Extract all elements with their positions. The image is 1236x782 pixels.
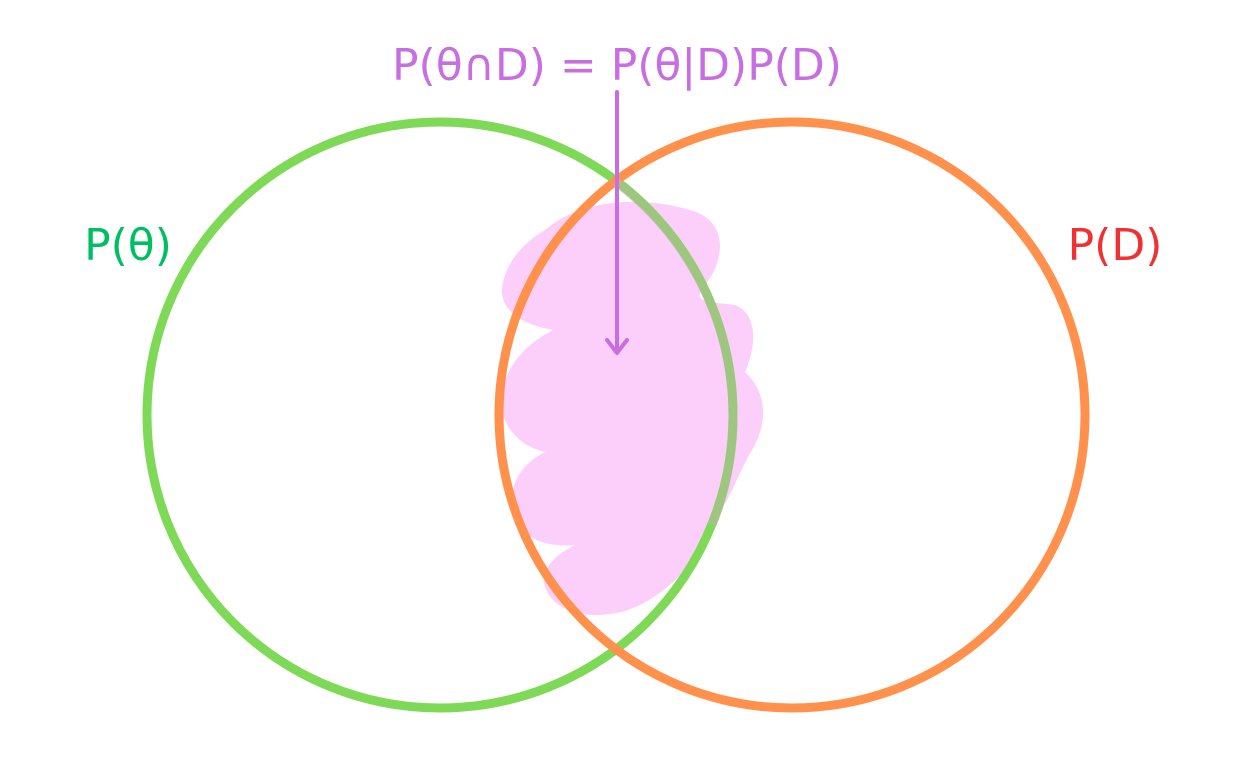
d-circle <box>494 117 1090 713</box>
d-label: P(D) <box>1068 220 1163 271</box>
intersection-scribble <box>501 201 764 616</box>
blended-arc <box>613 178 738 527</box>
theta-label: P(θ) <box>84 220 172 271</box>
formula-label: P(θ∩D) = P(θ|D)P(D) <box>392 40 842 91</box>
arrow-head-icon <box>605 338 629 355</box>
